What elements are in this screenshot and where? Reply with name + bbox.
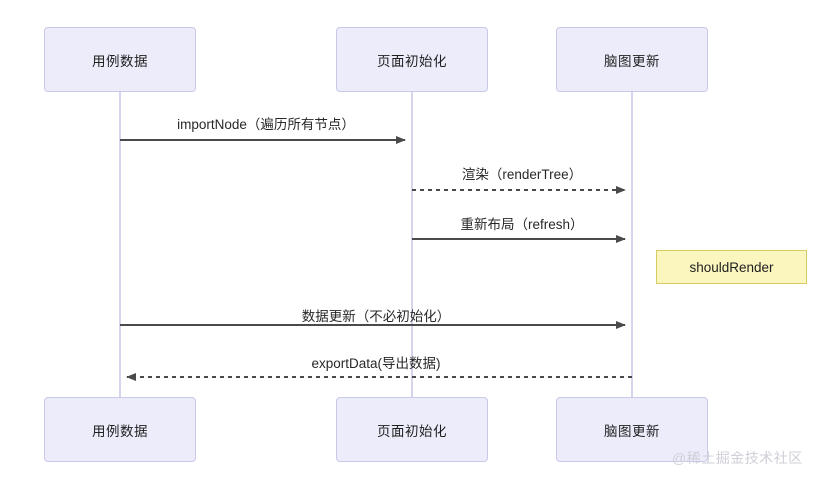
message-arrows-group [120, 136, 632, 381]
note-n1[interactable]: shouldRender [656, 250, 807, 284]
participant-p3-bottom[interactable]: 脑图更新 [556, 397, 708, 462]
participant-p1-top[interactable]: 用例数据 [44, 27, 196, 92]
message-label-m2: 渲染（renderTree） [461, 167, 583, 182]
note-label: shouldRender [689, 259, 774, 275]
message-label-m5: exportData(导出数据) [311, 356, 441, 371]
message-label-m1: importNode（遍历所有节点） [177, 117, 355, 132]
message-label-m4: 数据更新（不必初始化） [301, 309, 451, 324]
participant-label: 脑图更新 [604, 53, 660, 69]
watermark: @稀土掘金技术社区 [672, 450, 803, 466]
participant-p2-bottom[interactable]: 页面初始化 [336, 397, 488, 462]
participant-label: 页面初始化 [377, 423, 447, 439]
participant-label: 页面初始化 [377, 53, 447, 69]
participant-label: 用例数据 [92, 423, 148, 439]
participant-p2-top[interactable]: 页面初始化 [336, 27, 488, 92]
participant-label: 用例数据 [92, 53, 148, 69]
participant-p3-top[interactable]: 脑图更新 [556, 27, 708, 92]
lifelines-group [119, 92, 633, 397]
message-label-m3: 重新布局（refresh） [460, 217, 584, 232]
participant-p1-bottom[interactable]: 用例数据 [44, 397, 196, 462]
participant-label: 脑图更新 [604, 423, 660, 439]
